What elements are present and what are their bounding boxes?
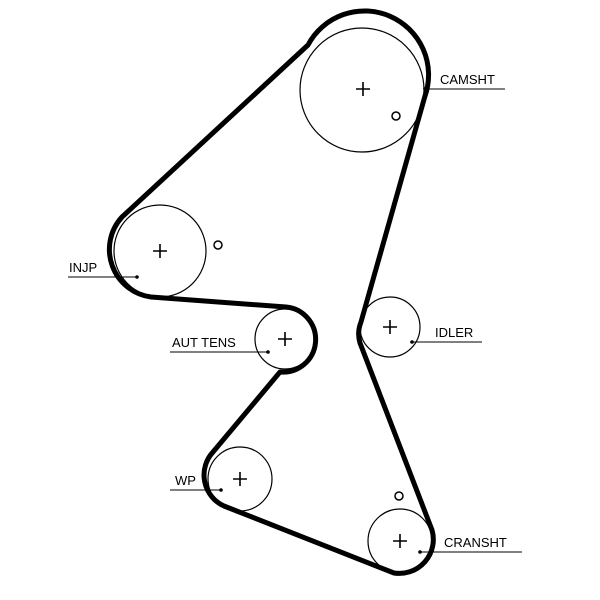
camshaft-timing-mark — [391, 111, 401, 121]
camshaft-label: CAMSHT — [440, 72, 495, 87]
camshaft-pulley — [299, 27, 425, 153]
leader-lines — [68, 87, 522, 554]
crankshaft-center-mark — [393, 534, 407, 548]
idler-center-mark — [383, 320, 397, 334]
crankshaft-timing-mark — [394, 491, 404, 501]
water-pump-label: WP — [175, 473, 196, 488]
crankshaft-label: CRANSHT — [444, 535, 507, 550]
idler-pulley — [359, 296, 421, 358]
auto-tensioner-label: AUT TENS — [172, 335, 236, 350]
injection-pump-center-mark — [153, 244, 167, 258]
idler-label: IDLER — [435, 325, 473, 340]
auto-tensioner-center-mark — [278, 332, 292, 346]
camshaft-center-mark — [356, 82, 370, 96]
injection-pump-timing-mark — [213, 240, 223, 250]
injection-pump-pulley — [113, 204, 223, 298]
injection-pump-label: INJP — [69, 260, 97, 275]
timing-belt — [106, 8, 436, 576]
water-pump-center-mark — [233, 472, 247, 486]
